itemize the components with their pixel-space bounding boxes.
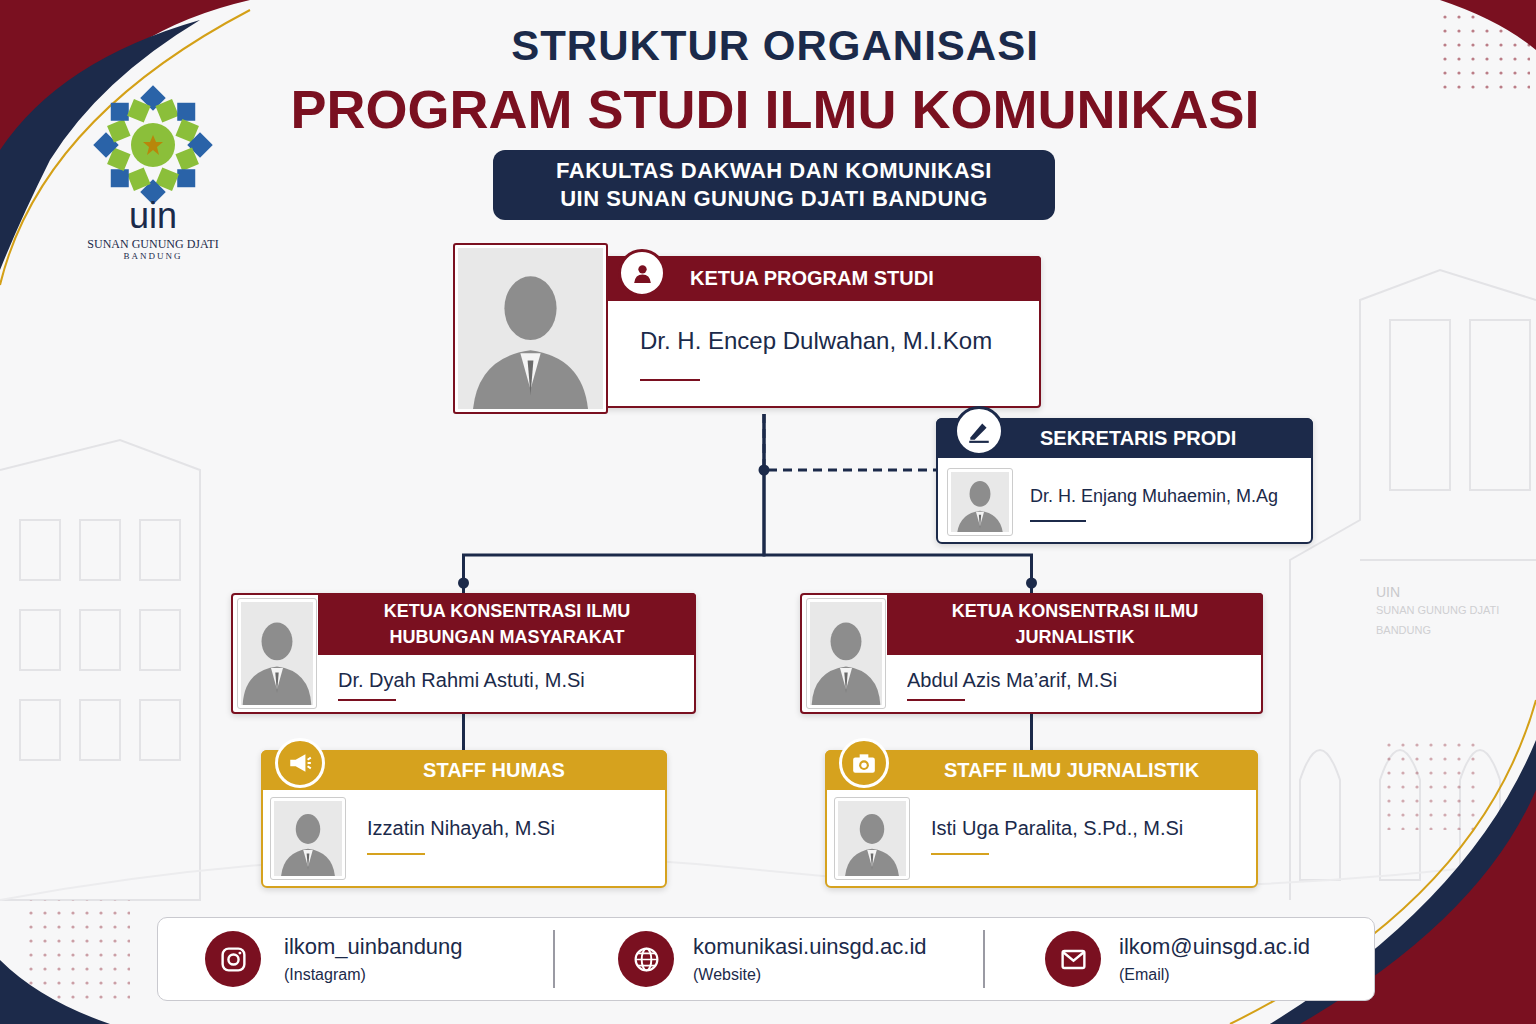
contact-value: komunikasi.uinsgd.ac.id <box>693 934 927 960</box>
connector <box>1030 714 1033 750</box>
icon-badge <box>618 931 674 987</box>
contact-type: (Website) <box>693 966 761 984</box>
org-card: KETUA PROGRAM STUDI Dr. H. Encep Dulwahan… <box>453 243 1041 414</box>
icon <box>630 261 655 286</box>
person-name: Izzatin Nihayah, M.Si <box>367 817 657 840</box>
card-title: KETUA PROGRAM STUDI <box>690 256 1030 301</box>
logo-caption: BANDUNG <box>68 251 238 261</box>
person-name: Abdul Azis Ma’arif, M.Si <box>907 669 1252 692</box>
connector <box>462 714 465 750</box>
uin-logo <box>93 85 212 204</box>
person-silhouette <box>458 248 603 409</box>
contact-type: (Email) <box>1119 966 1170 984</box>
photo-frame <box>237 598 317 709</box>
card-title: STAFF ILMU JURNALISTIK <box>887 750 1256 790</box>
card-title: SEKRETARIS PRODI <box>1040 418 1300 458</box>
org-card: STAFF HUMAS Izzatin Nihayah, M.Si <box>261 750 667 888</box>
person-silhouette <box>810 602 882 705</box>
person-silhouette <box>274 801 342 876</box>
photo-frame <box>270 797 346 880</box>
icon <box>966 418 992 444</box>
icon <box>219 945 248 974</box>
person-name: Dr. H. Enjang Muhaemin, M.Ag <box>1030 486 1305 507</box>
dashed-connector <box>764 414 936 470</box>
card-title: KETUA KONSENTRASI ILMU JURNALISTIK <box>907 598 1243 650</box>
gold-line <box>0 10 250 285</box>
junction-dot <box>759 465 770 476</box>
photo-frame <box>806 598 886 709</box>
org-card: KETUA KONSENTRASI ILMU JURNALISTIK Abdul … <box>800 593 1263 714</box>
photo-frame <box>947 468 1013 536</box>
icon-badge <box>205 931 261 987</box>
photo-frame <box>453 243 608 414</box>
title: STRUKTUR ORGANISASI <box>0 22 1536 70</box>
contact-value: ilkom@uinsgd.ac.id <box>1119 934 1310 960</box>
icon-badge <box>1045 931 1101 987</box>
underline <box>640 379 700 381</box>
dot-grid <box>1380 740 1480 830</box>
band-text: FAKULTAS DAKWAH DAN KOMUNIKASI UIN SUNAN… <box>539 157 1009 213</box>
corner-swoop <box>1440 0 1536 50</box>
icon-badge <box>954 406 1004 456</box>
logo-caption: SUNAN GUNUNG DJATI <box>68 237 238 252</box>
org-card: STAFF ILMU JURNALISTIK Isti Uga Paralita,… <box>825 750 1258 888</box>
contact-value: ilkom_uinbandung <box>284 934 463 960</box>
person-name: Isti Uga Paralita, S.Pd., M.Si <box>931 817 1248 840</box>
icon-badge <box>839 738 889 788</box>
divider <box>983 930 985 988</box>
logo-petal <box>177 103 195 121</box>
logo-petal <box>155 99 179 123</box>
contact-bar: ilkom_uinbandung (Instagram) komunikasi.ui… <box>157 917 1375 1001</box>
person-name: Dr. H. Encep Dulwahan, M.I.Kom <box>640 327 1035 355</box>
icon <box>851 750 877 776</box>
logo-petal <box>177 169 195 187</box>
org-card: SEKRETARIS PRODI Dr. H. Enjang Muhaemin, … <box>936 418 1313 544</box>
junction-dot <box>458 578 469 589</box>
icon <box>287 750 313 776</box>
junction-dot <box>1026 578 1037 589</box>
logo-petal <box>107 119 131 143</box>
photo-frame <box>834 797 910 880</box>
underline <box>367 853 425 855</box>
card-title: STAFF HUMAS <box>323 750 665 790</box>
person-silhouette <box>838 801 906 876</box>
logo-petal <box>111 103 129 121</box>
dot-grid <box>20 900 130 1000</box>
underline <box>338 699 396 701</box>
watermark: BANDUNG <box>1376 624 1431 636</box>
person-name: Dr. Dyah Rahmi Astuti, M.Si <box>338 669 683 692</box>
card-header: KETUA KONSENTRASI ILMU JURNALISTIK <box>887 593 1263 655</box>
card-title: KETUA KONSENTRASI ILMU HUBUNGAN MASYARAK… <box>338 598 676 650</box>
underline <box>1030 520 1086 522</box>
contact-type: (Instagram) <box>284 966 366 984</box>
icon-badge <box>618 249 666 297</box>
watermark: UIN <box>1376 584 1400 600</box>
watermark: SUNAN GUNUNG DJATI <box>1376 604 1499 616</box>
icon <box>1059 945 1088 974</box>
underline <box>931 853 989 855</box>
connector <box>464 414 765 593</box>
logo-petal <box>111 169 129 187</box>
logo-petal <box>127 167 151 191</box>
divider <box>553 930 555 988</box>
icon-badge <box>275 738 325 788</box>
underline <box>907 699 965 701</box>
org-card: KETUA KONSENTRASI ILMU HUBUNGAN MASYARAK… <box>231 593 696 714</box>
corner-swoop <box>0 960 110 1024</box>
faculty-band: FAKULTAS DAKWAH DAN KOMUNIKASI UIN SUNAN… <box>493 150 1055 220</box>
logo-petal <box>175 147 199 171</box>
card-header: KETUA KONSENTRASI ILMU HUBUNGAN MASYARAK… <box>318 593 696 655</box>
logo-wordmark: uin <box>103 198 203 234</box>
person-silhouette <box>241 602 313 705</box>
icon <box>632 945 661 974</box>
subtitle: PROGRAM STUDI ILMU KOMUNIKASI <box>0 78 1536 140</box>
logo-petal <box>127 99 151 123</box>
person-silhouette <box>951 472 1009 532</box>
